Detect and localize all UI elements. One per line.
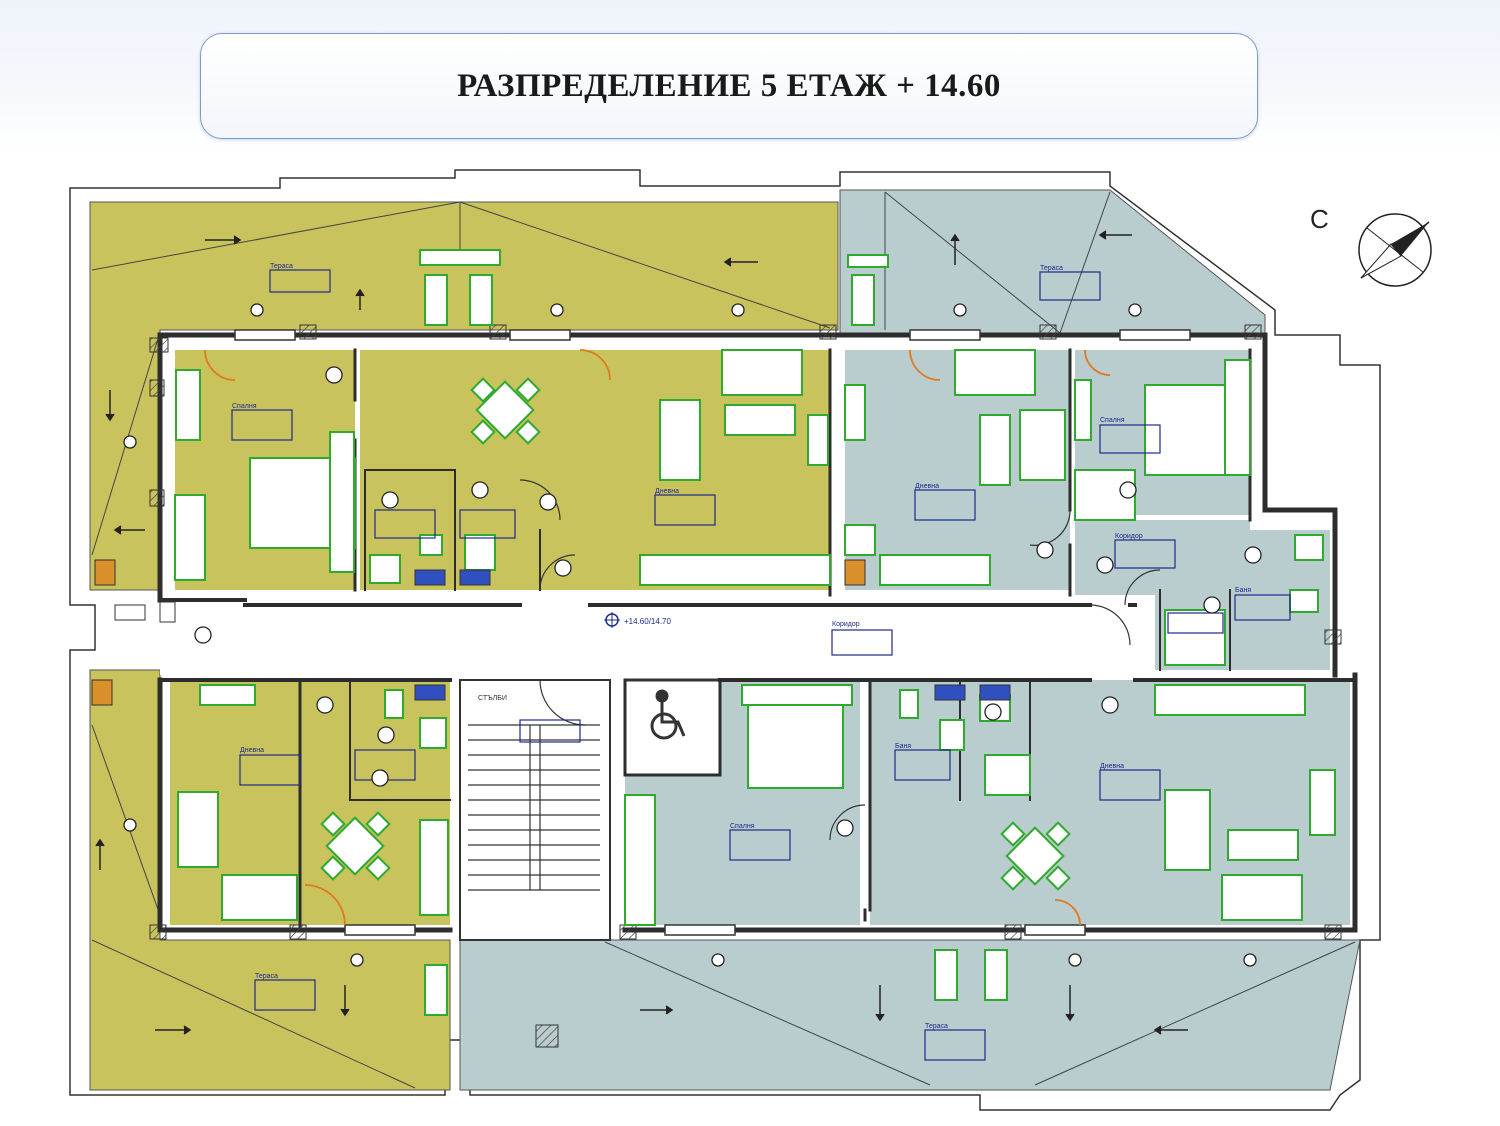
wardrobe-icon	[174, 494, 206, 581]
door-swings	[204, 349, 1111, 926]
floor-plan: Спалня Тераса Дневна Дневна Тераса Спалн…	[69, 169, 1432, 1111]
flow-arrow-icon	[95, 230, 1188, 1035]
corridor	[160, 605, 1135, 675]
room-label-corridor: Коридор	[832, 621, 860, 628]
title-banner: РАЗПРЕДЕЛЕНИЕ 5 ЕТАЖ + 14.60	[200, 33, 1258, 139]
room-label-corridor-ne: Коридор	[1115, 533, 1143, 540]
room-label-bedroom-se: Спалня	[730, 823, 755, 830]
wardrobe-icon-2	[624, 794, 656, 926]
room-label-terrace-se: Тераса	[925, 1023, 948, 1030]
room-label-terrace-nw: Тераса	[270, 263, 293, 270]
dining-table-icon	[470, 377, 541, 445]
windows	[234, 329, 1191, 936]
room-label-terrace-sw: Тераса	[255, 973, 278, 980]
stove-icon	[639, 554, 831, 586]
sofa-icon	[659, 399, 701, 481]
north-label: С	[1310, 204, 1329, 234]
terrace-south-east	[459, 939, 1361, 1091]
terrace-north-east	[839, 189, 1266, 336]
stair-core	[459, 679, 611, 941]
room-tag-text: Спалня Тераса Дневна Дневна Тераса Спалн…	[232, 263, 1251, 1030]
terrace-north-west	[89, 201, 839, 591]
room-tags	[231, 269, 1291, 1061]
room-label-living-ne: Дневна	[915, 483, 939, 490]
room-label-bedroom-ne: Спалня	[1100, 417, 1125, 424]
room-label-terrace-ne: Тераса	[1040, 265, 1063, 272]
appliance-icons	[91, 559, 1011, 706]
apartment-south-east	[459, 680, 1361, 1091]
apartment-north-west	[89, 201, 839, 591]
page-title: РАЗПРЕДЕЛЕНИЕ 5 ЕТАЖ + 14.60	[457, 67, 1001, 104]
compass-rose-icon	[1358, 213, 1432, 287]
stair-label: СТЪЛБИ	[478, 695, 507, 702]
room-label-bedroom-nw: Спалня	[232, 403, 257, 410]
room-label-living-se: Дневна	[1100, 763, 1124, 770]
wheelchair-icon	[650, 689, 686, 740]
section-markers	[123, 303, 1262, 967]
room-label-bath-ne: Баня	[1235, 587, 1251, 594]
room-label-bath-se: Баня	[895, 743, 911, 750]
building-outline	[69, 169, 1381, 1111]
room-label-living-nw: Дневна	[655, 488, 679, 495]
stair-icon	[468, 724, 600, 891]
elevation-label: +14.60/14.70	[624, 617, 671, 626]
hatched-columns	[149, 324, 1342, 1048]
room-label-living-sw: Дневна	[240, 747, 264, 754]
elevation-marker: +14.60/14.70	[604, 612, 671, 628]
interior-door-swings	[519, 479, 1161, 841]
apartment-south-west	[89, 669, 451, 1091]
elevator-shaft	[623, 678, 722, 777]
